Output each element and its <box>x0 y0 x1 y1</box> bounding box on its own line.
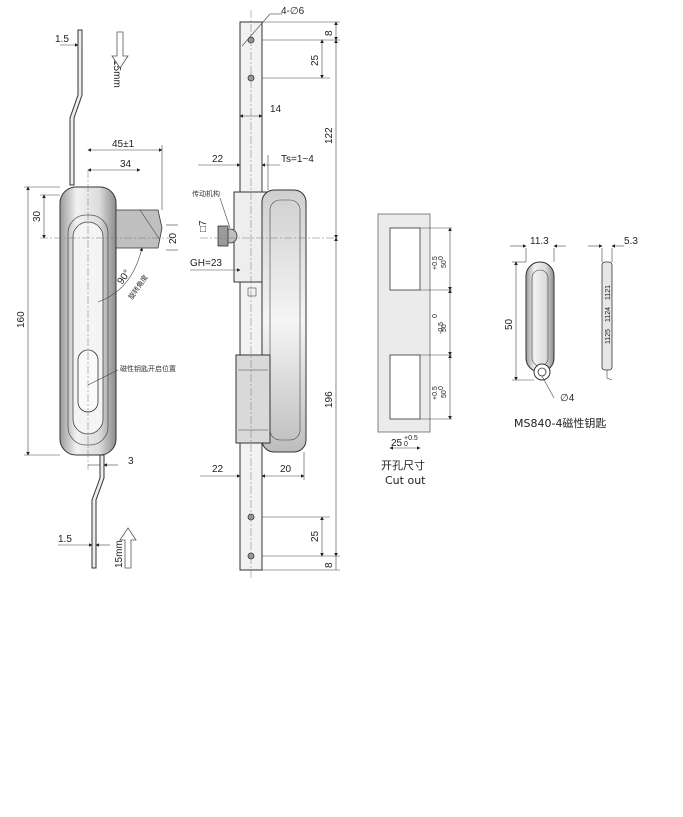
key-width: 11.3 <box>530 236 549 247</box>
cut-tol-b-plus: 0 <box>432 314 439 318</box>
dim-bottom-8: 8 <box>324 562 335 568</box>
up-arrow-icon <box>119 527 137 569</box>
key-code-1: 1121 <box>605 285 612 300</box>
down-arrow-icon <box>111 31 129 69</box>
drive-note: 传动机构 <box>192 189 220 198</box>
handle-side <box>261 189 307 453</box>
dim-bottom-travel: 15mm <box>114 540 125 568</box>
cutout-upper <box>389 227 421 291</box>
cut-50-b: 50 <box>441 324 448 332</box>
dim-angle: 90° <box>115 268 133 287</box>
dim-34: 34 <box>120 159 132 170</box>
dim-ts: Ts=1~4 <box>281 154 314 165</box>
side-bolt <box>115 209 163 249</box>
cut-w-minus: 0 <box>404 441 408 448</box>
lower-housing <box>235 354 271 444</box>
side-view: 4-∅6 8 25 14 122 22 Ts=1~4 传动机构 □7 GH=23… <box>190 6 340 580</box>
bottom-rod <box>91 454 105 569</box>
key-length: 50 <box>504 318 515 330</box>
front-view: 1.5 15mm 45±1 34 30 20 90° 旋转角度 磁性钥匙开启位置… <box>16 29 179 569</box>
cutout-lower <box>389 354 421 420</box>
dim-45: 45±1 <box>112 139 135 150</box>
dim-30: 30 <box>32 210 43 222</box>
dim-122: 122 <box>324 127 335 144</box>
cut-50-a: 50 <box>441 260 448 268</box>
key-view: 11.3 50 ∅4 5.3 1121 1124 1125 MS840-4磁性钥… <box>504 236 638 430</box>
key-code-2: 1124 <box>605 307 612 322</box>
cut-tol-a-plus: +0.5 <box>432 256 439 270</box>
cut-tol-c-plus: +0.5 <box>432 386 439 400</box>
dim-gh: GH=23 <box>190 258 222 269</box>
cut-tol-c-minus: 0 <box>438 386 445 390</box>
cutout-title-cn: 开孔尺寸 <box>381 458 425 472</box>
key-hole: ∅4 <box>560 393 575 404</box>
key-code-3: 1125 <box>605 329 612 344</box>
top-rod <box>69 29 83 186</box>
dim-14: 14 <box>270 104 282 115</box>
dim-20-bottom: 20 <box>280 464 292 475</box>
dim-holes: 4-∅6 <box>281 6 305 17</box>
dim-top-8: 8 <box>324 30 335 36</box>
cut-width: 25 <box>391 438 403 449</box>
dim-square: □7 <box>198 220 209 232</box>
cut-50-c: 50 <box>441 390 448 398</box>
cutout-view: 50 +0.5 0 50 0 -0.5 50 +0.5 0 25 +0.5 0 … <box>377 213 452 487</box>
dim-160: 160 <box>16 311 27 328</box>
cutout-title-en: Cut out <box>385 474 426 487</box>
key-title: MS840-4磁性钥匙 <box>514 416 606 430</box>
dim-top-strip: 1.5 <box>55 34 69 45</box>
cut-tol-a-minus: 0 <box>438 256 445 260</box>
dim-20-bolt: 20 <box>168 232 179 244</box>
dim-22-bottom: 22 <box>212 464 224 475</box>
dim-bottom-25: 25 <box>310 530 321 542</box>
dim-top-travel: 15mm <box>111 60 122 88</box>
key-thickness: 5.3 <box>624 236 638 247</box>
dim-bottom-strip: 1.5 <box>58 534 72 545</box>
cut-w-plus: +0.5 <box>404 435 418 442</box>
dim-22-top: 22 <box>212 154 224 165</box>
key-body <box>525 261 555 373</box>
cut-tol-b-minus: -0.5 <box>438 322 445 334</box>
dim-top-25: 25 <box>310 54 321 66</box>
magnet-note: 磁性钥匙开启位置 <box>120 364 176 373</box>
dim-3: 3 <box>128 456 134 467</box>
dim-196: 196 <box>324 391 335 408</box>
